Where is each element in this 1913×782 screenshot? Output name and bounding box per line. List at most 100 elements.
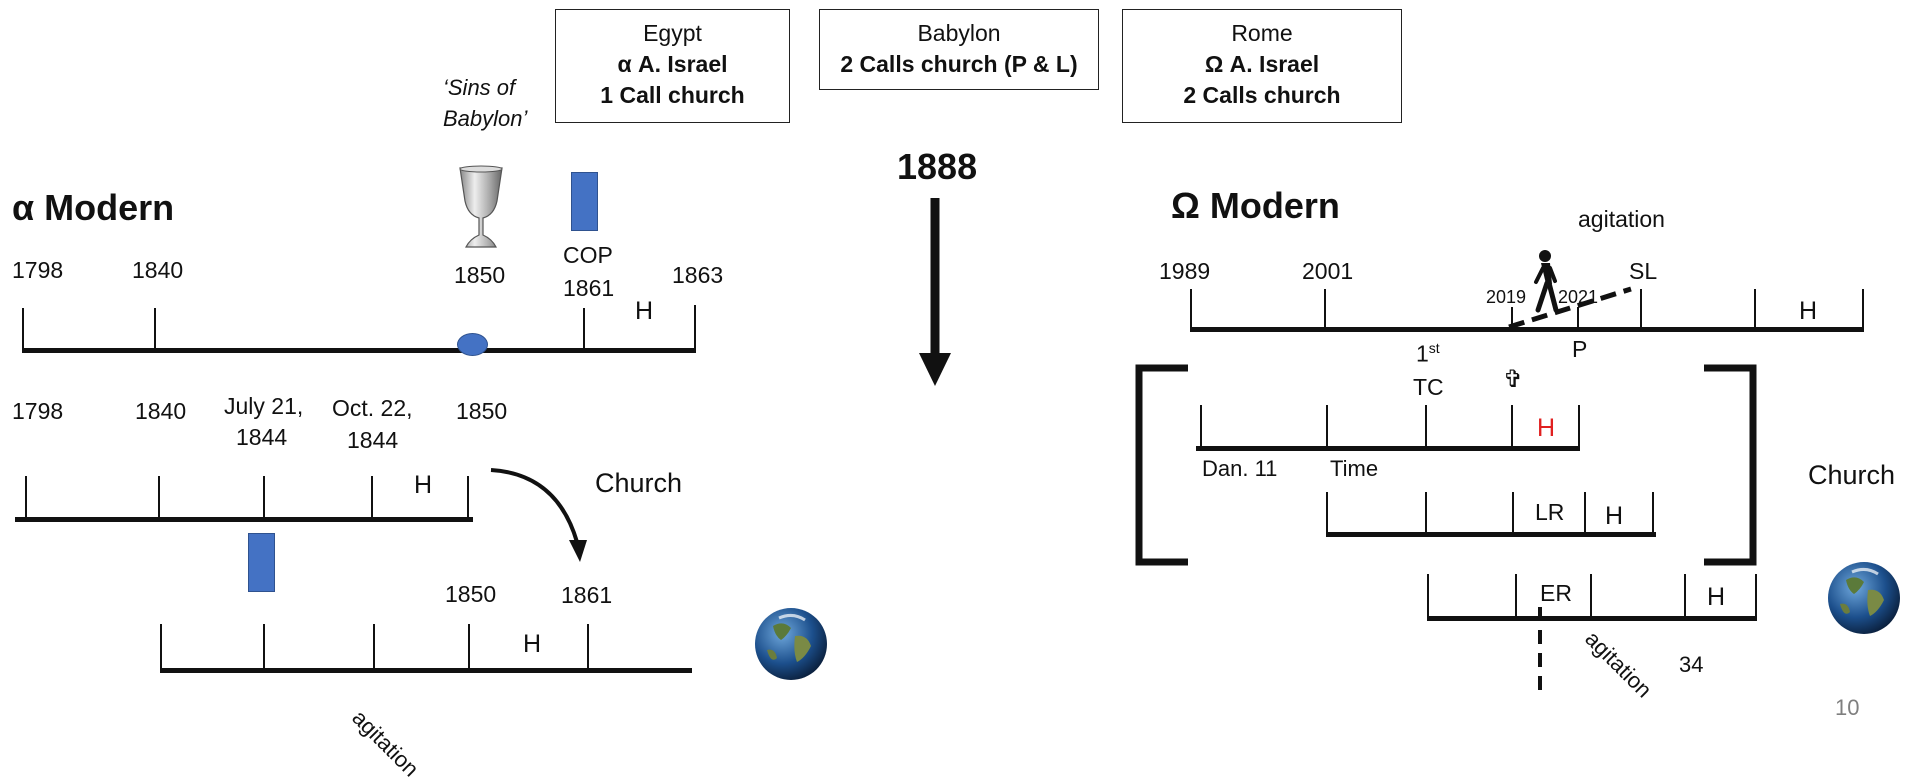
omega-top-h: H xyxy=(1799,297,1818,325)
tick xyxy=(1652,492,1654,534)
babylon-title: Babylon xyxy=(917,20,1001,46)
alpha-mid-1840: 1840 xyxy=(135,398,187,424)
rome-line1: Ω A. Israel xyxy=(1204,51,1320,77)
alpha-top-cop: COP xyxy=(563,242,613,268)
alpha-mid-july-b: 1844 xyxy=(236,424,288,450)
sins-label-2: Babylon’ xyxy=(443,106,528,131)
sins-label-1: ‘Sins of xyxy=(443,75,516,100)
rome-line2: 2 Calls church xyxy=(1183,82,1341,108)
walking-person-icon xyxy=(1534,250,1559,313)
right-bracket xyxy=(1704,364,1757,566)
dashed-rise-line xyxy=(1508,286,1632,330)
rome-title: Rome xyxy=(1231,20,1293,46)
omega-church-label: Church xyxy=(1808,460,1896,490)
omega-row1-time: Time xyxy=(1330,456,1379,481)
first-number: 1 xyxy=(1416,340,1429,367)
tick xyxy=(158,476,160,520)
tick xyxy=(1755,574,1757,618)
alpha-1850-dot xyxy=(457,333,488,356)
tick xyxy=(1326,492,1328,534)
alpha-mid-1850: 1850 xyxy=(456,398,508,424)
omega-top-2001: 2001 xyxy=(1302,258,1354,284)
tick xyxy=(583,308,585,352)
egypt-line2: 1 Call church xyxy=(600,82,745,108)
alpha-top-1861: 1861 xyxy=(563,275,615,301)
omega-row1-h: H xyxy=(1537,414,1556,442)
tick xyxy=(694,305,696,352)
tick xyxy=(25,476,27,520)
tick xyxy=(587,624,589,668)
tick xyxy=(1427,574,1429,618)
tick xyxy=(160,624,162,668)
alpha-low-timeline xyxy=(160,668,692,673)
omega-row3-timeline xyxy=(1427,616,1757,621)
tick xyxy=(1578,405,1580,449)
cop-marker xyxy=(571,172,598,231)
babylon-line1: 2 Calls church (P & L) xyxy=(840,51,1078,77)
tick xyxy=(1326,405,1328,449)
earth-globe-icon xyxy=(755,608,827,680)
omega-top-timeline xyxy=(1190,327,1864,332)
tick xyxy=(263,624,265,668)
left-bracket xyxy=(1135,364,1188,566)
tick xyxy=(1425,492,1427,534)
omega-row2-timeline xyxy=(1326,532,1656,537)
omega-row3-agitation: agitation xyxy=(1580,626,1657,703)
tick xyxy=(1640,289,1642,332)
omega-row3-34: 34 xyxy=(1679,652,1704,677)
alpha-top-timeline xyxy=(22,348,696,353)
tick xyxy=(1754,289,1756,332)
tick xyxy=(154,308,156,352)
tick xyxy=(1684,574,1686,618)
omega-row1-timeline xyxy=(1196,446,1580,451)
alpha-mid-oct-a: Oct. 22, xyxy=(332,395,413,421)
babylon-box: Babylon 2 Calls church (P & L) xyxy=(819,9,1099,90)
alpha-low-1861: 1861 xyxy=(561,582,613,608)
curved-arrow-icon xyxy=(490,468,587,562)
cross-icon: ✞ xyxy=(1503,366,1524,393)
tick xyxy=(467,476,469,520)
alpha-top-1798: 1798 xyxy=(12,257,64,283)
alpha-1844-marker xyxy=(248,533,275,592)
alpha-low-agitation: agitation xyxy=(347,705,424,782)
tick xyxy=(1577,307,1579,332)
tick xyxy=(1425,405,1427,449)
alpha-low-1850: 1850 xyxy=(445,581,497,607)
omega-row2-lr: LR xyxy=(1535,499,1565,525)
alpha-top-h: H xyxy=(635,297,654,325)
dashed-vertical-line xyxy=(1538,607,1542,693)
tick xyxy=(1512,492,1514,534)
omega-top-first: 1st xyxy=(1416,340,1440,368)
tick xyxy=(468,624,470,668)
tick xyxy=(1584,492,1586,534)
tick xyxy=(1200,405,1202,449)
earth-globe-icon xyxy=(1828,562,1900,634)
down-arrow-icon xyxy=(919,198,951,386)
alpha-mid-timeline xyxy=(15,517,473,522)
tick xyxy=(1590,574,1592,618)
tick xyxy=(1324,289,1326,332)
egypt-box: Egypt α A. Israel 1 Call church xyxy=(555,9,790,123)
tick xyxy=(263,476,265,520)
first-suffix: st xyxy=(1428,340,1440,356)
omega-top-p: P xyxy=(1572,336,1588,362)
tick xyxy=(1190,289,1192,332)
omega-top-sl: SL xyxy=(1629,258,1658,284)
alpha-mid-1798: 1798 xyxy=(12,398,64,424)
tick xyxy=(1862,289,1864,332)
tick xyxy=(1511,307,1513,332)
alpha-top-1840: 1840 xyxy=(132,257,184,283)
egypt-title: Egypt xyxy=(643,20,702,46)
rome-box: Rome Ω A. Israel 2 Calls church xyxy=(1122,9,1402,123)
tick xyxy=(1511,405,1513,449)
omega-row1-dan: Dan. 11 xyxy=(1202,456,1278,481)
omega-heading: Ω Modern xyxy=(1171,185,1340,226)
goblet-icon xyxy=(459,165,503,248)
omega-top-2019: 2019 xyxy=(1486,287,1527,307)
omega-row3-h: H xyxy=(1707,583,1726,611)
page-number: 10 xyxy=(1835,695,1860,720)
alpha-low-h: H xyxy=(523,630,542,658)
alpha-church-label: Church xyxy=(595,468,683,498)
omega-agitation-top: agitation xyxy=(1578,206,1665,232)
omega-row2-h: H xyxy=(1605,502,1624,530)
